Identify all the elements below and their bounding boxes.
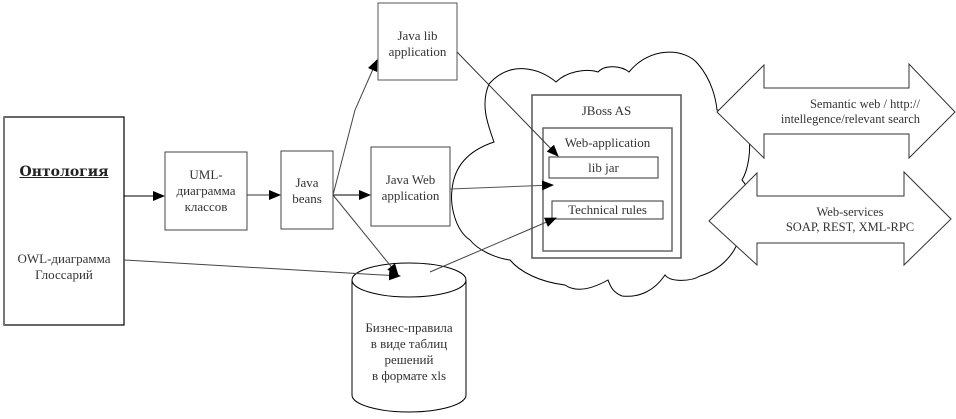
lib-to-libjar-arrow [456, 51, 559, 157]
semantic-web-label: Semantic web / http:// intellegence/rele… [780, 97, 920, 126]
business-rules-cylinder [351, 262, 467, 413]
java-web-box [370, 146, 451, 227]
web-to-jboss-arrow [449, 180, 554, 191]
cylinder-to-rules-arrow [429, 217, 557, 273]
technical-rules-label: Technical rules [568, 202, 647, 217]
web-services-arrow [708, 170, 952, 267]
java-beans-box [280, 150, 334, 230]
java-beans-label: Java beans [292, 175, 322, 206]
ontology-title: Онтология [19, 164, 109, 180]
web-services-label: Web-services SOAP, REST, XML-RPC [785, 205, 915, 234]
web-application-label: Web-application [564, 135, 651, 150]
uml-label: UML- диаграмма классов [176, 167, 236, 214]
beans-to-lib-arrow [332, 59, 378, 196]
technical-rules-box [551, 200, 664, 220]
business-rules-label: Бизнес-правила в виде таблиц решений в ф… [365, 320, 453, 383]
java-lib-box [377, 2, 458, 81]
jboss-title: JBoss AS [581, 103, 632, 118]
java-web-label: Java Web application [381, 172, 440, 203]
web-application-box [542, 127, 673, 252]
lib-jar-box [548, 156, 659, 179]
semantic-web-arrow [716, 62, 956, 160]
lib-jar-label: lib jar [588, 160, 619, 175]
ontology-subtitle: OWL-диаграмма Глоссарий [17, 251, 111, 282]
ontology-box [3, 116, 125, 326]
uml-box [164, 151, 248, 231]
beans-to-cylinder-arrow [332, 194, 399, 276]
java-lib-label: Java lib application [388, 28, 447, 59]
onto-to-cylinder-arrow [123, 259, 401, 281]
